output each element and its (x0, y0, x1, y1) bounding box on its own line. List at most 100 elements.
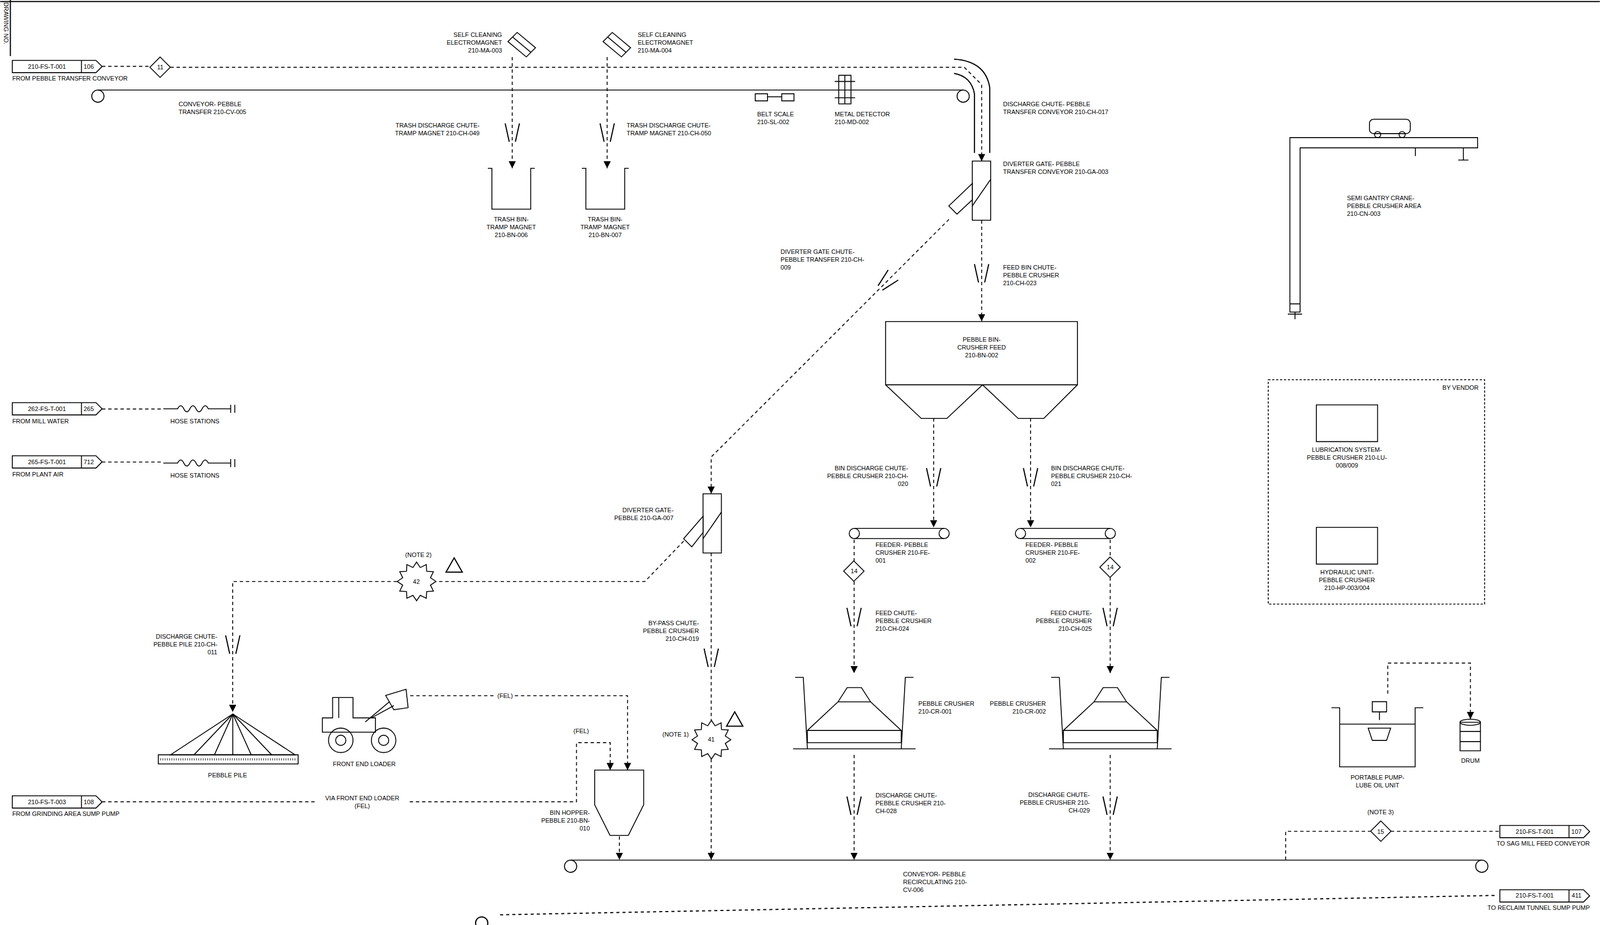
equipment-label: 712 (83, 458, 94, 467)
equipment-label: PEBBLE CRUSHER 210-CR-001 (918, 699, 983, 716)
drawing-decor-stroke (846, 608, 862, 627)
pile-symbol (158, 712, 299, 770)
hose-symbol-stroke (163, 405, 235, 414)
off-node: 262-FS-T-001265FROM MILL WATER (12, 402, 103, 416)
feed-symbol-stroke (1020, 528, 1111, 539)
mag-node: SELF CLEANING ELECTROMAGNET 210-MA-004 (603, 32, 632, 58)
off-symbol-stroke (81, 60, 83, 73)
drawing-decor-stroke (1023, 468, 1038, 487)
tbin-node: TRASH BIN- TRAMP MAGNET 210-BN-006 (487, 168, 535, 210)
chute-label: BY-PASS CHUTE- PEBBLE CRUSHER 210-CH-019 (634, 619, 699, 643)
mag-symbol-stroke (513, 37, 532, 53)
equipment-label: 265 (83, 405, 94, 413)
flow-line (1285, 831, 1371, 861)
crush-symbol-stroke (1048, 677, 1172, 750)
drawing-decor-stroke (974, 264, 990, 283)
note-label: (NOTE 1) (662, 730, 689, 739)
equipment-label: BIN HOPPER- PEBBLE 210-BN-010 (538, 808, 591, 833)
hose-node: HOSE STATIONS (163, 402, 235, 416)
equipment-label: LUBRICATION SYSTEM- PEBBLE CRUSHER 210-L… (1304, 445, 1390, 470)
conv-node: CONVEYOR- PEBBLE RECIRCULATING 210-CV-00… (564, 860, 1489, 892)
equipment-label: FROM GRINDING AREA SUMP PUMP (12, 810, 136, 818)
equipment-label: PEBBLE BIN- CRUSHER FEED 210-BN-002 (953, 335, 1010, 360)
pump-symbol (1331, 693, 1424, 771)
crush-node: PEBBLE CRUSHER 210-CR-001 (791, 673, 909, 756)
drum-symbol (1459, 719, 1482, 752)
fel-symbol-stroke (335, 735, 346, 746)
flow-line (1109, 577, 1112, 674)
dia-symbol-stroke (843, 561, 864, 582)
equipment-label: 210-FS-T-001 (1515, 827, 1554, 836)
equipment-label: FROM PLANT AIR (12, 470, 77, 479)
off-symbol-stroke (1568, 825, 1570, 839)
equipment-label: 210-FS-T-001 (1515, 891, 1554, 900)
chute-label: BIN DISCHARGE CHUTE- PEBBLE CRUSHER 210-… (818, 464, 908, 488)
feed-node: FEEDER- PEBBLE CRUSHER 210-FE-001 (849, 527, 950, 540)
equipment-label: 11 (157, 63, 164, 72)
equipment-label: 15 (1377, 827, 1385, 836)
box-symbol (1316, 527, 1378, 565)
hose-node: HOSE STATIONS (163, 457, 235, 470)
star-node: 41 (692, 720, 731, 760)
feed-symbol (849, 527, 950, 540)
gate-symbol (948, 161, 991, 221)
md-symbol-stroke (834, 75, 855, 105)
off-node: 210-FS-T-001107TO SAG MILL FEED CONVEYOR (1499, 825, 1590, 839)
vend-node: BY VENDORLUBRICATION SYSTEM- PEBBLE CRUS… (1268, 379, 1485, 605)
mag-symbol (603, 32, 632, 58)
flow-line (101, 742, 610, 803)
flow-label: VIA FRONT END LOADER (FEL) (316, 794, 409, 811)
equipment-label: 210-FS-T-001 (27, 62, 67, 71)
mag-symbol-stroke (603, 32, 631, 58)
flow-line (606, 57, 609, 169)
chute-label: BIN DISCHARGE CHUTE- PEBBLE CRUSHER 210-… (1051, 464, 1141, 488)
off-node: 210-FS-T-001106FROM PEBBLE TRANSFER CONV… (12, 60, 103, 73)
vend-symbol (1268, 379, 1485, 605)
off-symbol-stroke (1499, 825, 1590, 839)
crush-symbol (1056, 673, 1174, 756)
flow-line (232, 581, 398, 713)
equipment-label: 265-FS-T-001 (27, 458, 67, 467)
pump-symbol-stroke (1368, 712, 1391, 741)
drawing-decor-stroke (726, 712, 743, 727)
conv-symbol-stroke (97, 89, 964, 91)
equipment-label: HYDRAULIC UNIT- PEBBLE CRUSHER 210-HP-00… (1313, 568, 1382, 592)
flow-line (618, 836, 620, 861)
equipment-label: SELF CLEANING ELECTROMAGNET 210-MA-004 (637, 30, 698, 55)
flow-line (1109, 539, 1112, 558)
box-node: LUBRICATION SYSTEM- PEBBLE CRUSHER 210-L… (1316, 405, 1378, 442)
equipment-label: HOSE STATIONS (170, 471, 231, 480)
hose-symbol (163, 402, 235, 416)
pile-node: PEBBLE PILE (158, 712, 299, 770)
gate-node: DIVERTER GATE- PEBBLE TRANSFER CONVEYOR … (948, 161, 991, 221)
equipment-label: FROM PEBBLE TRANSFER CONVEYOR (12, 74, 140, 83)
box-symbol-stroke (1316, 405, 1378, 442)
bin-symbol-stroke (885, 321, 1078, 419)
scale-symbol-stroke (767, 96, 783, 98)
fel-symbol-stroke (378, 735, 389, 746)
drum-symbol-stroke (1460, 731, 1481, 742)
drum-symbol-stroke (1460, 719, 1481, 726)
crush-symbol-stroke (792, 677, 916, 750)
scale-symbol-stroke (781, 93, 794, 102)
gate-node: DIVERTER GATE- PEBBLE 210-GA-007 (683, 493, 722, 554)
crush-symbol (791, 673, 909, 756)
conv-symbol (564, 860, 1489, 892)
crane-node: SEMI GANTRY CRANE- PEBBLE CRUSHER AREA 2… (1287, 115, 1478, 320)
feed-symbol (1015, 527, 1116, 540)
hop-symbol (594, 770, 644, 837)
mag-symbol-stroke (507, 32, 536, 58)
flow-line (1109, 755, 1112, 861)
fel-symbol-stroke (322, 689, 408, 733)
flow-line (1387, 663, 1471, 720)
md-node: METAL DETECTOR 210-MD-002 (834, 73, 855, 106)
equipment-label: BELT SCALE 210-SL-002 (756, 110, 804, 126)
pump-symbol-stroke (1331, 708, 1424, 768)
equipment-label: PORTABLE PUMP- LUBE OIL UNIT (1345, 773, 1410, 790)
conv-symbol-stroke (570, 859, 1482, 861)
dia-symbol-stroke (149, 57, 171, 78)
scale-symbol-stroke (755, 93, 768, 102)
crane-symbol-stroke (1399, 131, 1406, 138)
flow-line (511, 57, 514, 169)
equipment-label: 262-FS-T-001 (27, 405, 67, 413)
